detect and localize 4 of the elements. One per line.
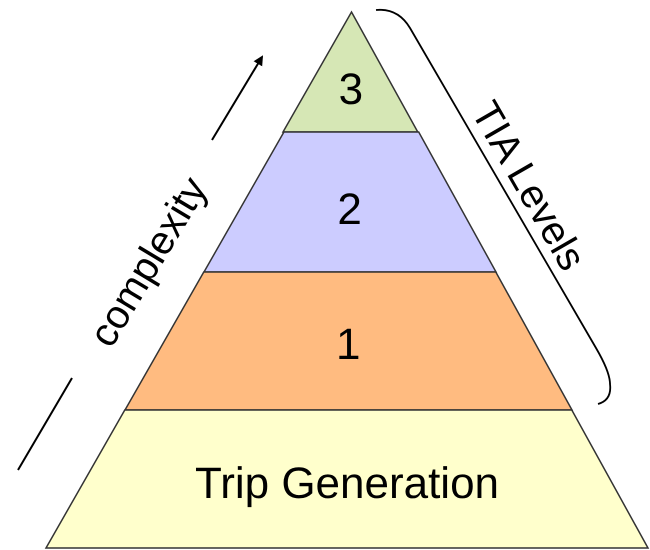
level-label: Trip Generation [194,462,500,506]
level-label: 1 [335,323,362,367]
level-label: 2 [336,188,363,232]
level-label: 3 [338,68,364,112]
